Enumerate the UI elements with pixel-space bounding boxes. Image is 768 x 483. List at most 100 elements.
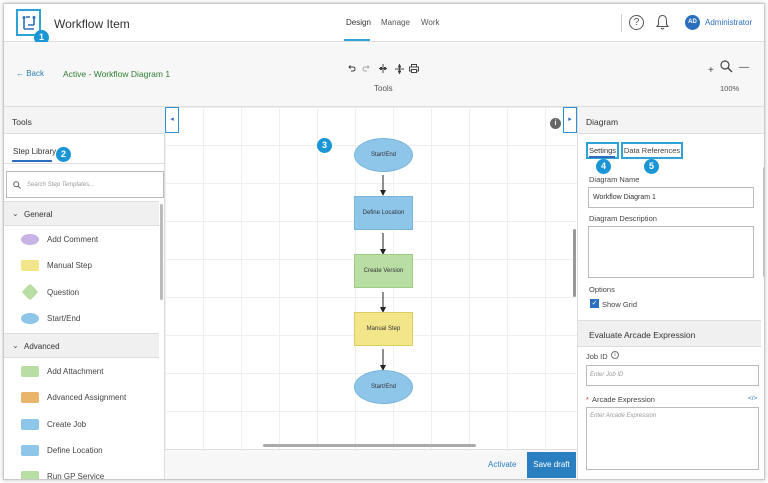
callout-badge-5: 5 (644, 159, 659, 174)
align-vertical-icon[interactable] (394, 64, 404, 74)
group-header-general[interactable]: ⌄ General (4, 201, 159, 226)
tab-settings[interactable]: Settings (586, 142, 619, 159)
user-avatar[interactable]: AD (685, 15, 700, 30)
user-name-link[interactable]: Administrator (705, 18, 753, 27)
save-draft-button[interactable]: Save draft (527, 452, 576, 478)
group-label: General (24, 210, 53, 219)
step-label: Manual Step (47, 261, 92, 270)
connector-arrows (380, 175, 386, 371)
ellipse-swatch-icon (21, 234, 39, 245)
step-template-item[interactable]: Create Job (4, 411, 159, 437)
step-template-item[interactable]: Add Attachment (4, 358, 159, 384)
info-icon[interactable]: i (611, 351, 619, 359)
scrollbar[interactable] (160, 204, 163, 300)
step-template-item[interactable]: Add Comment (4, 226, 159, 252)
arcade-section-title: Evaluate Arcade Expression (589, 330, 696, 340)
zoom-search-icon[interactable] (720, 60, 733, 75)
diagram-node-manual-step[interactable]: Manual Step (354, 312, 413, 346)
canvas-vertical-scrollbar[interactable] (573, 229, 576, 297)
step-label: Question (47, 288, 80, 297)
diagram-panel-title: Diagram (586, 117, 619, 127)
job-id-input[interactable]: Enter Job ID (586, 365, 759, 386)
step-search-input[interactable]: Search Step Templates... (6, 171, 164, 198)
step-template-item[interactable]: Manual Step (4, 252, 159, 278)
step-label: Create Job (47, 420, 87, 429)
tools-panel: Tools Step Library 2 Search Step Templat… (4, 107, 165, 480)
print-icon[interactable] (409, 64, 419, 74)
tab-step-library[interactable]: Step Library (13, 147, 57, 156)
step-template-item[interactable]: Run GP Service (4, 463, 159, 480)
chevron-down-icon: ⌄ (12, 209, 19, 218)
nav-tab-work[interactable]: Work (421, 18, 440, 27)
rect-swatch-icon (21, 366, 39, 377)
step-label: Add Attachment (47, 367, 104, 376)
rect-swatch-icon (21, 445, 39, 456)
undo-icon[interactable] (346, 64, 356, 74)
step-template-item[interactable]: Advanced Assignment (4, 384, 159, 410)
code-editor-icon[interactable]: </> (748, 395, 758, 402)
top-header: 1 Workflow Item Design Manage Work ? AD … (4, 4, 764, 45)
diagram-node-end[interactable]: Start/End (354, 370, 413, 404)
step-label: Run GP Service (47, 472, 105, 480)
align-horizontal-icon[interactable] (378, 64, 388, 74)
callout-badge-4: 4 (596, 159, 611, 174)
diagram-node-define-location[interactable]: Define Location (354, 196, 413, 230)
diagram-name-label: Diagram Name (589, 175, 640, 184)
notification-bell-icon[interactable] (655, 14, 670, 32)
diagram-description-label: Diagram Description (589, 214, 657, 223)
collapse-left-panel-button[interactable]: ◂ (165, 107, 179, 133)
step-template-item[interactable]: Define Location (4, 437, 159, 463)
rect-swatch-icon (21, 419, 39, 430)
collapse-right-panel-button[interactable]: ▸ (563, 107, 577, 133)
help-icon[interactable]: ? (629, 15, 644, 30)
arcade-expression-label: Arcade Expression (592, 395, 655, 404)
tab-data-references[interactable]: Data References (621, 142, 683, 159)
step-label: Start/End (47, 314, 81, 323)
workflow-logo-icon[interactable] (16, 9, 41, 36)
workflow-toolbar: ← Back Active - Workflow Diagram 1 Tools… (4, 42, 764, 107)
workflow-title: Active - Workflow Diagram 1 (63, 69, 171, 79)
show-grid-checkbox[interactable]: ✓ (590, 299, 599, 308)
nav-tab-manage[interactable]: Manage (381, 18, 410, 27)
callout-badge-3: 3 (317, 138, 332, 153)
chevron-down-icon: ⌄ (12, 341, 19, 350)
search-placeholder: Search Step Templates... (27, 182, 95, 188)
callout-badge-1: 1 (34, 30, 49, 45)
nav-tab-design[interactable]: Design (346, 18, 371, 27)
options-label: Options (589, 285, 615, 294)
active-tab-indicator (589, 156, 615, 158)
redo-icon[interactable] (361, 64, 371, 74)
arcade-expression-input[interactable]: Enter Arcade Expression (586, 407, 759, 470)
divider (4, 163, 165, 164)
scrollbar[interactable] (763, 167, 764, 277)
diagram-node-create-version[interactable]: Create Version (354, 254, 413, 288)
diamond-swatch-icon (21, 283, 39, 301)
back-button[interactable]: ← Back (16, 69, 45, 78)
header-divider (621, 14, 622, 32)
job-id-label: Job ID (586, 352, 608, 361)
arcade-section-header[interactable]: Evaluate Arcade Expression (578, 320, 761, 347)
action-bar (165, 449, 577, 479)
zoom-level: 100% (720, 84, 740, 93)
tools-panel-header: Tools (4, 107, 165, 134)
step-label: Add Comment (47, 235, 99, 244)
step-template-item[interactable]: Start/End (4, 305, 159, 331)
rect-swatch-icon (21, 471, 39, 479)
activate-button[interactable]: Activate (488, 460, 517, 469)
group-label: Advanced (24, 342, 60, 351)
tools-panel-title: Tools (12, 117, 32, 127)
canvas-horizontal-scrollbar[interactable] (263, 444, 476, 447)
info-icon[interactable]: i (550, 118, 561, 129)
show-grid-label: Show Grid (602, 300, 638, 309)
rect-swatch-icon (21, 260, 39, 271)
zoom-in-button[interactable]: + (708, 65, 714, 76)
group-header-advanced[interactable]: ⌄ Advanced (4, 333, 159, 358)
diagram-node-start[interactable]: Start/End (354, 138, 413, 172)
toolbar-caption: Tools (374, 84, 393, 93)
diagram-description-field[interactable] (588, 226, 754, 278)
zoom-out-button[interactable]: — (739, 62, 749, 73)
diagram-name-field[interactable]: Workflow Diagram 1 (588, 187, 754, 208)
callout-badge-2: 2 (56, 147, 71, 162)
active-tab-indicator (344, 39, 370, 41)
step-template-item[interactable]: Question (4, 279, 159, 305)
